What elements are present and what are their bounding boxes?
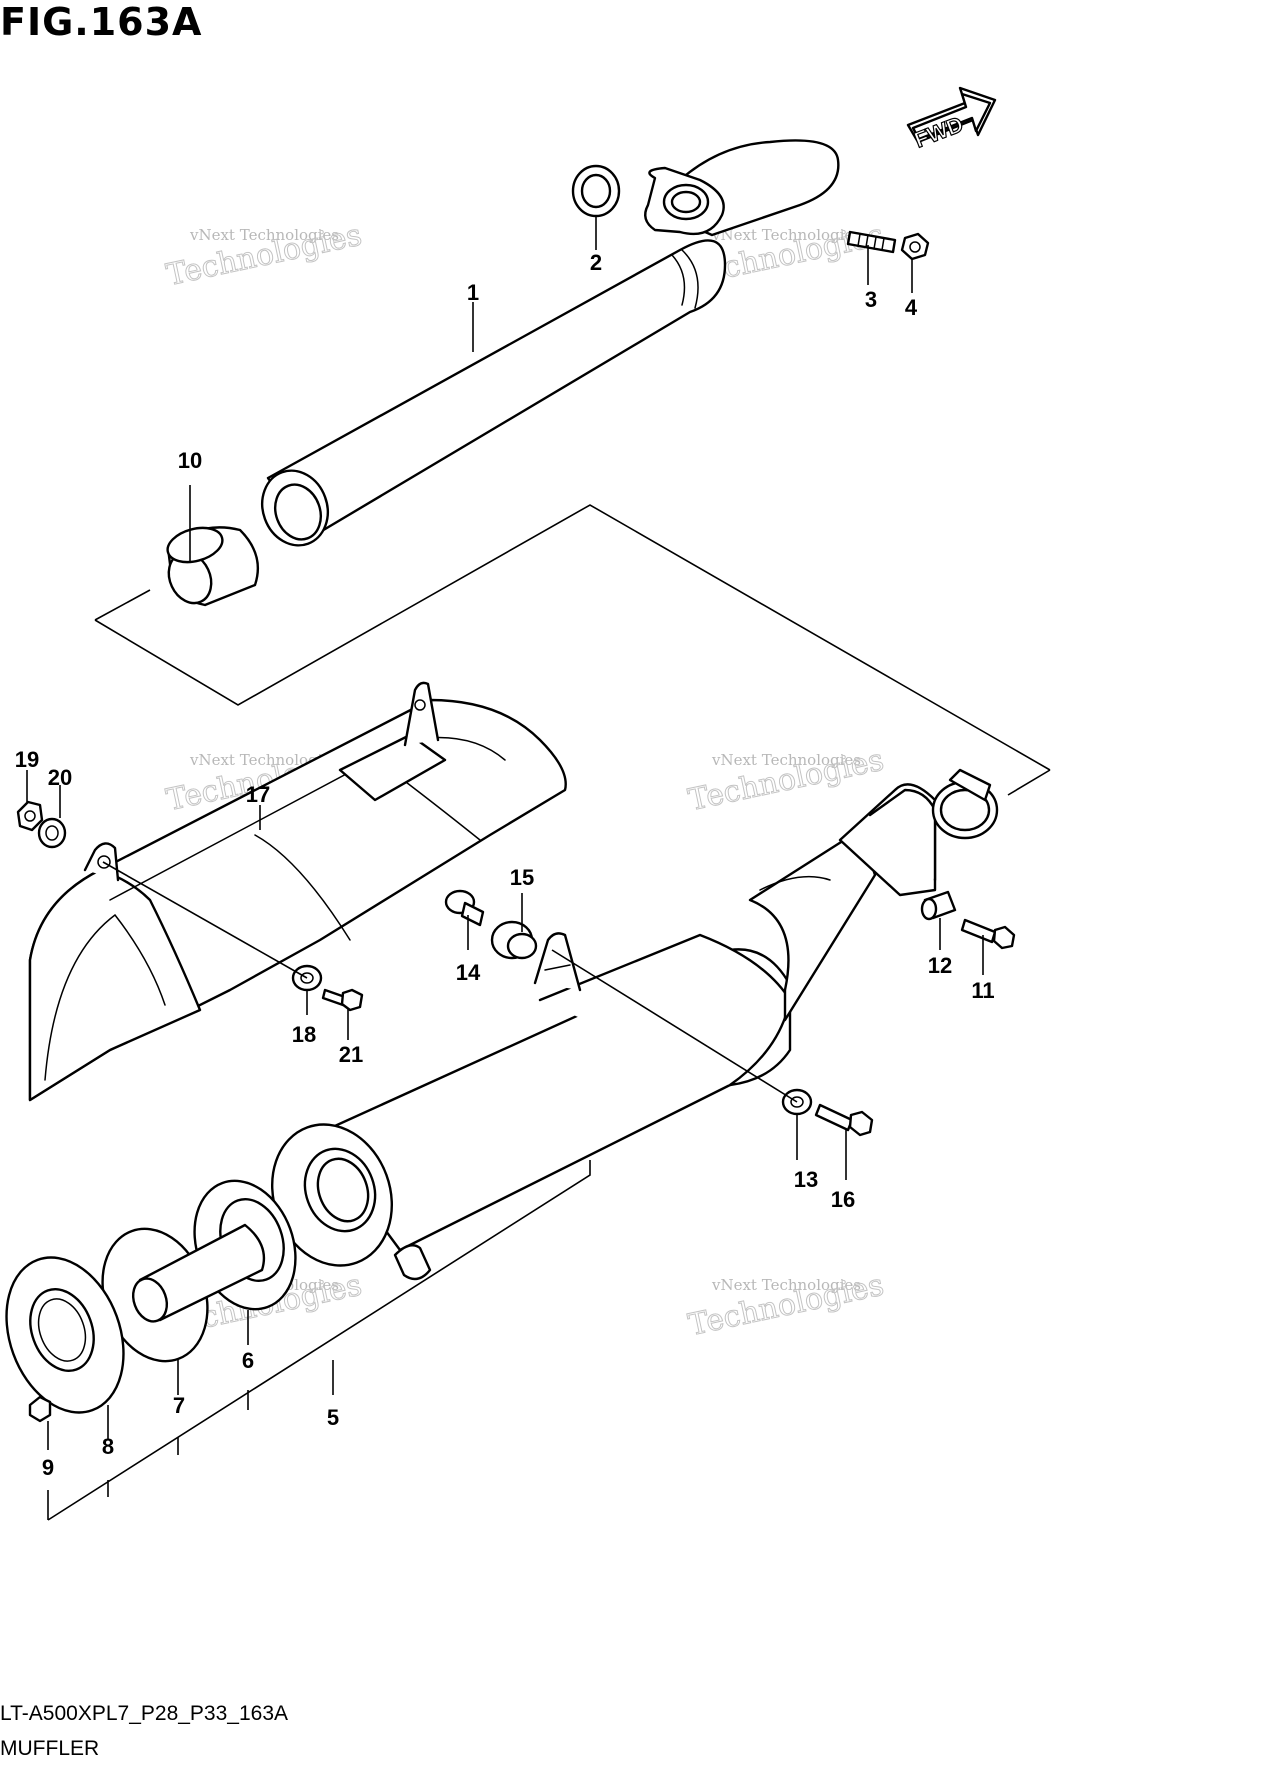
callout-9: 9 <box>42 1455 54 1480</box>
bolt-part-11 <box>960 918 1016 950</box>
callout-8: 8 <box>102 1434 114 1459</box>
collar-part-12 <box>920 890 957 921</box>
fwd-direction-badge: FWD <box>906 86 997 153</box>
callout-20: 20 <box>48 765 72 790</box>
bolt-part-9 <box>28 1395 52 1423</box>
watermark-text: vNext Technologies <box>189 226 339 244</box>
figure-code: LT-A500XPL7_P28_P33_163A <box>0 1702 289 1725</box>
watermark-text: vNext Technologies <box>711 751 861 769</box>
exhaust-pipe-part-1 <box>261 139 840 547</box>
heat-shield-part-17 <box>28 681 567 1102</box>
callout-15: 15 <box>510 865 534 890</box>
gasket-part-2 <box>571 164 621 218</box>
callout-11: 11 <box>971 978 994 1003</box>
assembly-frame <box>47 504 1051 1521</box>
sleeve-part-10 <box>166 526 260 607</box>
clamp-part <box>931 768 999 840</box>
bolt-part-16 <box>814 1103 874 1137</box>
callout-2: 2 <box>590 250 602 275</box>
callout-12: 12 <box>928 953 952 978</box>
collar-part-20 <box>37 817 67 849</box>
callout-5: 5 <box>327 1405 339 1430</box>
callout-18: 18 <box>292 1022 316 1047</box>
callout-13: 13 <box>794 1167 818 1192</box>
callout-3: 3 <box>865 287 877 312</box>
stud-part-3 <box>846 230 897 254</box>
nut-part-4 <box>900 232 930 261</box>
callout-17: 17 <box>246 782 270 807</box>
callout-21: 21 <box>339 1042 363 1067</box>
nut-part-19 <box>16 800 44 832</box>
callout-7: 7 <box>173 1393 185 1418</box>
watermark-text: vNext Technologies <box>189 751 339 769</box>
leader-lines <box>26 216 984 1497</box>
bolt-part-21 <box>321 988 364 1012</box>
figure-name: MUFFLER <box>0 1737 100 1760</box>
callout-19: 19 <box>15 747 39 772</box>
callout-10: 10 <box>178 448 202 473</box>
callout-6: 6 <box>242 1348 254 1373</box>
grommet-part-15 <box>490 920 538 960</box>
callout-1: 1 <box>467 280 479 305</box>
figure-title: FIG.163A <box>0 0 203 44</box>
watermark-text: vNext Technologies <box>711 226 861 244</box>
callout-labels: 1 2 3 4 5 6 7 8 9 10 11 12 13 16 14 15 1… <box>15 250 995 1480</box>
callout-14b: 14 <box>456 960 481 985</box>
callout-14: 16 <box>831 1187 855 1212</box>
spark-arrestor-part-7 <box>101 1223 266 1363</box>
bolt-part-14 <box>444 889 485 927</box>
callout-4: 4 <box>905 295 918 320</box>
end-cap-part-8 <box>5 1256 125 1414</box>
watermark-text: vNext Technologies <box>711 1276 861 1294</box>
